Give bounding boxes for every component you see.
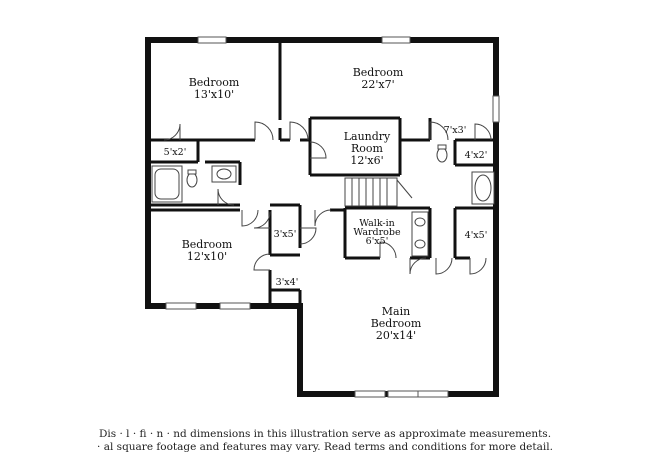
closet-4x2-dim: 4'x2'	[465, 150, 488, 161]
doors	[163, 121, 492, 275]
bedroom-n-dim: 22'x7'	[361, 78, 394, 91]
laundry-name2: Room	[351, 142, 384, 155]
toilet-icon	[186, 172, 198, 188]
bedroom-sw-name: Bedroom	[182, 238, 233, 251]
bedroom-nw-dim: 13'x10'	[194, 88, 234, 101]
closet-3x5-dim: 3'x5'	[274, 229, 297, 240]
exterior-walls	[145, 37, 499, 397]
laundry-name1: Laundry	[344, 130, 391, 143]
bedroom-n-name: Bedroom	[353, 66, 404, 79]
toilet-icon-2	[436, 147, 448, 163]
closet-3x4-dim: 3'x4'	[276, 277, 299, 288]
closet-5x2-dim: 5'x2'	[164, 147, 187, 158]
main-bedroom-name1: Main	[382, 305, 410, 318]
room-labels: Bedroom 13'x10' Bedroom 22'x7' Laundry R…	[164, 66, 488, 342]
closet-4x5-dim: 4'x5'	[465, 230, 488, 241]
closet-7x3-dim: 7'x3'	[444, 125, 467, 136]
stairs	[344, 177, 413, 207]
bedroom-nw-name: Bedroom	[189, 76, 240, 89]
disclaimer-line-2: · al square footage and features may var…	[97, 441, 553, 453]
bedroom-sw-dim: 12'x10'	[187, 250, 227, 263]
windows	[165, 36, 500, 398]
walkin-name1: Walk-in	[359, 218, 395, 229]
interior-walls	[148, 40, 496, 306]
walkin-dim: 6'x5'	[366, 236, 389, 247]
walkin-name2: Wardrobe	[353, 227, 401, 238]
laundry-dim: 12'x6'	[350, 154, 383, 167]
fixtures	[151, 144, 495, 257]
disclaimer-line-1: Dis · l · fi · n · nd dimensions in this…	[98, 428, 552, 440]
main-bedroom-name2: Bedroom	[371, 317, 422, 330]
main-bedroom-dim: 20'x14'	[376, 329, 416, 342]
